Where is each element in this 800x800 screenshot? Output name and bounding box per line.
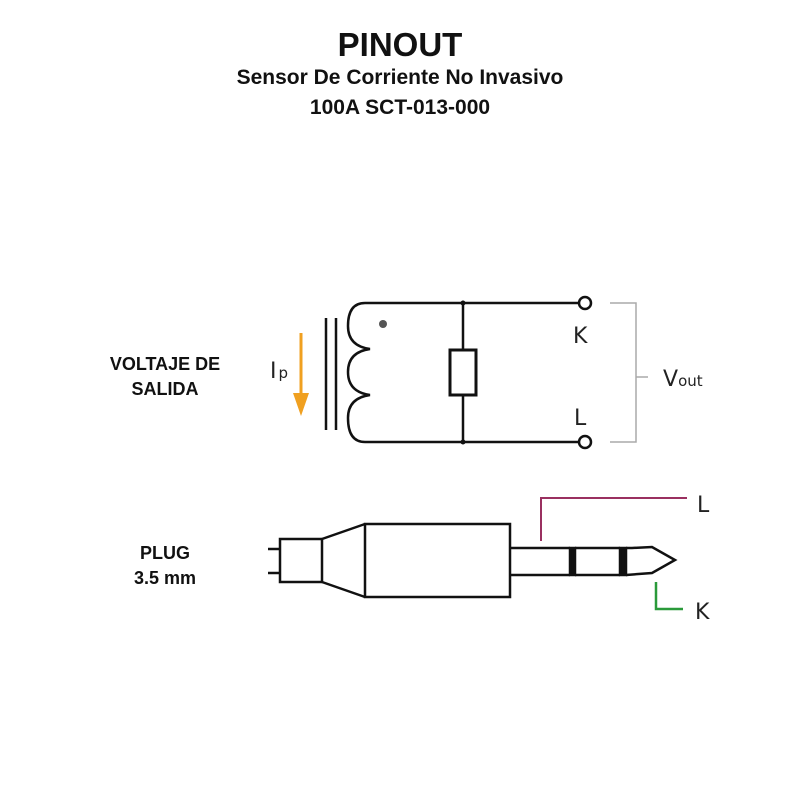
subtitle-line1: Sensor De Corriente No Invasivo [236, 66, 564, 89]
k-pin-line [654, 582, 683, 611]
output-voltage-label: VOLTAJE DE SALIDA [95, 352, 235, 402]
l-pin-line [540, 497, 687, 541]
output-voltage-line1: VOLTAJE DE [109, 354, 221, 374]
circuit-schematic [324, 295, 593, 450]
plug-line1: PLUG [139, 543, 190, 563]
vout-bracket [610, 302, 648, 443]
l-label: L [574, 406, 587, 431]
k-label: K [573, 324, 588, 349]
polarity-dot [379, 320, 387, 328]
resistor [448, 348, 478, 397]
plug-drawing [268, 522, 678, 599]
coil [346, 301, 371, 444]
plug-l-label: L [697, 493, 710, 518]
page-title: PINOUT [337, 26, 463, 63]
plug-k-label: K [695, 600, 710, 625]
plug-label: PLUG 3.5 mm [95, 541, 235, 591]
terminal-l [577, 434, 593, 450]
svg-text:Ip: Ip [270, 359, 288, 384]
terminal-k [577, 295, 593, 311]
plug-line2: 3.5 mm [133, 568, 197, 588]
output-voltage-line2: SALIDA [131, 379, 199, 399]
subtitle-line2: 100A SCT-013-000 [309, 96, 491, 119]
vout-label: Vout [663, 367, 703, 392]
